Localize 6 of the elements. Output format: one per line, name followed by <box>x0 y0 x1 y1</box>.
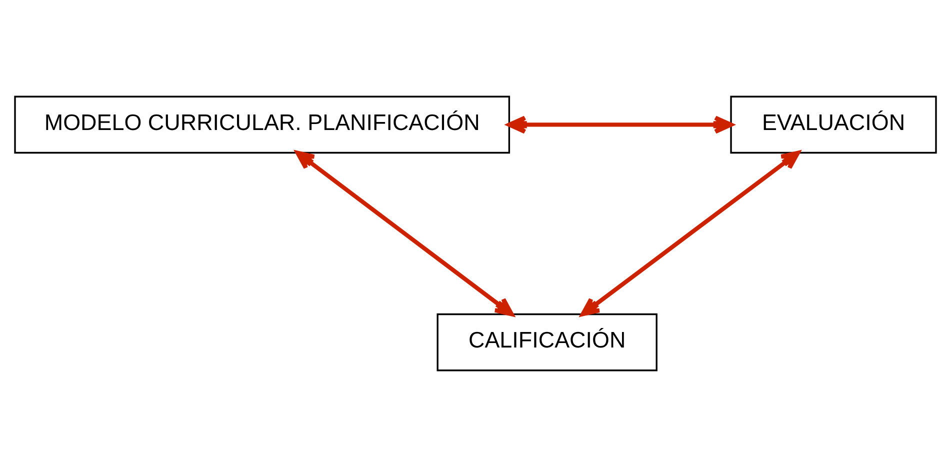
node-box: MODELO CURRICULAR. PLANIFICACIÓN <box>14 96 510 154</box>
arrow <box>580 150 800 316</box>
arrow <box>296 150 514 316</box>
arrow <box>507 116 734 134</box>
node-box: EVALUACIÓN <box>730 96 937 154</box>
node-box: CALIFICACIÓN <box>436 313 658 372</box>
